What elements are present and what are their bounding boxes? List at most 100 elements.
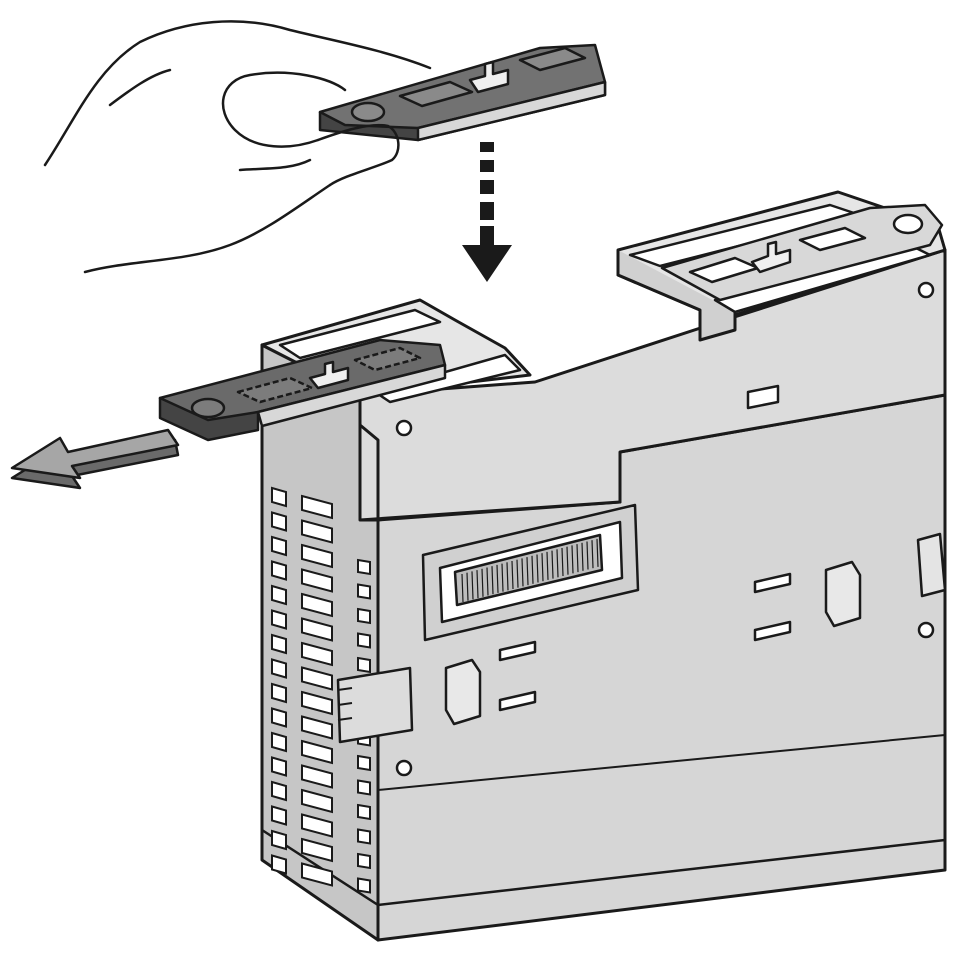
hand-lower-outline [83, 183, 332, 274]
module-upper-face [358, 248, 947, 522]
connector-pin [591, 540, 594, 569]
connector-pin [531, 555, 534, 584]
terminal-slot [271, 854, 287, 875]
screw-mid-right [917, 621, 935, 639]
right-edge-clip [916, 532, 947, 598]
remove-arrow-icon [10, 428, 180, 490]
hand-crease [238, 158, 312, 172]
connector-pin [481, 568, 484, 597]
terminal-slot [271, 707, 287, 728]
connector-pin [511, 560, 514, 590]
terminal-slot [271, 805, 287, 826]
screw-top-right [917, 281, 935, 299]
right-connector-cover [660, 203, 944, 302]
top-small-slot [746, 384, 780, 410]
module-front-line [377, 734, 946, 791]
terminal-slot [301, 494, 333, 520]
terminal-slot [271, 535, 287, 557]
terminal-led-slot [357, 779, 371, 796]
connector-pin [466, 572, 469, 601]
side-clip [336, 666, 414, 744]
mid-slot-b [753, 620, 792, 642]
connector-pin [471, 571, 474, 600]
connector-pin [566, 546, 569, 575]
terminal-slot [271, 609, 287, 630]
latch-right [824, 560, 862, 628]
terminal-slot [271, 829, 287, 851]
connector-pin [476, 570, 479, 599]
terminal-slot [271, 756, 287, 777]
left-socket-front [358, 395, 380, 520]
terminal-slot [301, 837, 333, 863]
terminal-led-slot [357, 877, 371, 894]
left-socket-slot-b [373, 353, 522, 404]
mid-slot-a [753, 572, 792, 594]
terminal-led-slot [357, 754, 371, 772]
insert-arrow-icon [462, 142, 512, 282]
terminal-led-slot [357, 632, 371, 649]
bus-connector-pin-lines [461, 538, 599, 603]
hand-finger-a [221, 71, 347, 148]
terminal-slot [301, 543, 333, 569]
terminal-led-slot [357, 656, 371, 674]
terminal-slot [271, 658, 287, 679]
connector-pin [536, 554, 539, 583]
low-slot-b [498, 690, 537, 712]
removed-cover-pad-a [236, 376, 314, 404]
terminal-led-slot [357, 558, 371, 576]
new-cover-rail [416, 80, 607, 142]
connector-pin [526, 557, 529, 586]
terminal-led-slot [357, 607, 371, 625]
connector-pin [556, 549, 559, 578]
terminal-slot [271, 731, 287, 753]
terminal-slot [301, 617, 333, 642]
terminal-columns [271, 486, 371, 894]
right-cover-latch [750, 240, 792, 274]
terminal-led-slot [357, 803, 371, 821]
removed-cover-pad-b [353, 346, 422, 372]
connector-pin [576, 544, 579, 573]
terminal-slot [271, 780, 287, 802]
side-clip-teeth [337, 687, 353, 721]
low-slot-a [498, 640, 537, 662]
terminal-slot [271, 560, 287, 581]
terminal-slot [301, 862, 333, 887]
insert-arrow-head [462, 226, 512, 282]
terminal-slot [301, 813, 333, 838]
front-details [336, 281, 947, 777]
right-cover-hole [892, 213, 924, 235]
connector-pin [541, 553, 544, 582]
terminal-slot [301, 666, 333, 691]
right-cover-pad-b [798, 226, 867, 252]
left-socket-slot-a [278, 308, 442, 360]
hand-finger-b [108, 68, 172, 107]
module-bottom-lip [377, 838, 946, 907]
new-cover-hole [350, 101, 386, 123]
terminal-slot [301, 764, 333, 789]
connector-pin [486, 567, 489, 596]
terminal-slot [271, 486, 287, 508]
terminal-slot [301, 519, 333, 544]
terminal-slot [301, 568, 333, 593]
terminal-slot [301, 690, 333, 716]
terminal-column-outer [271, 486, 287, 875]
screw-bottom-left [395, 759, 413, 777]
removed-cover-hole [190, 397, 226, 419]
terminal-column-inner [301, 494, 333, 887]
new-cover-pad-a [398, 80, 474, 108]
connector-pin [461, 573, 464, 603]
terminal-slot [301, 592, 333, 618]
connector-pin [521, 558, 524, 587]
terminal-led-slot [357, 828, 371, 845]
hand-palm-outline [43, 20, 432, 167]
bus-connector [421, 503, 640, 642]
screw-top-left [395, 419, 413, 437]
terminal-slot [301, 788, 333, 814]
removed-connector-cover [158, 338, 447, 442]
bus-connector-pins [453, 533, 604, 607]
connector-pin [586, 541, 589, 570]
connector-pin [596, 538, 599, 567]
terminal-slot [271, 584, 287, 606]
